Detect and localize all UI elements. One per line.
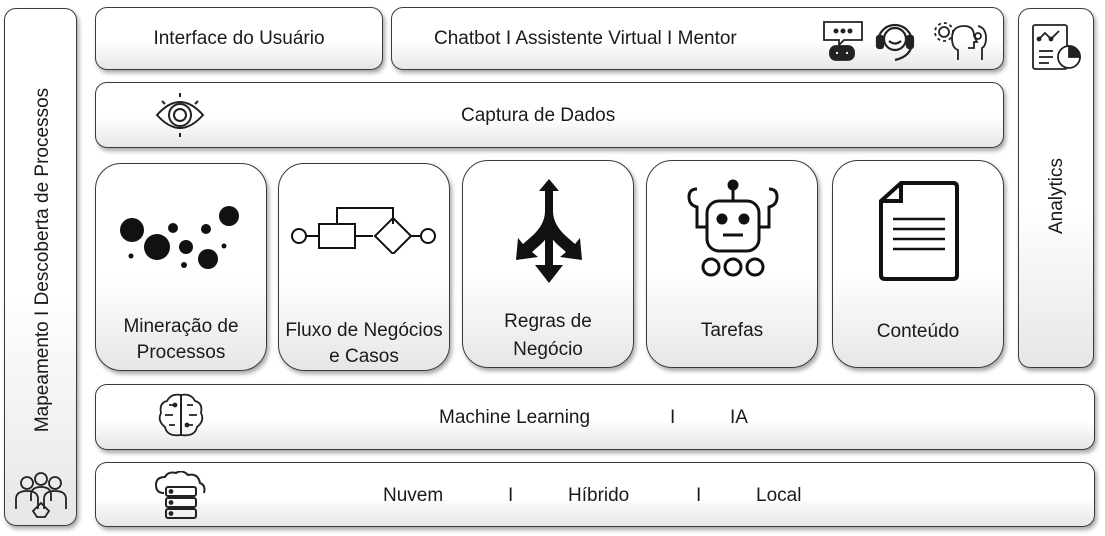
people-handshake-icon	[15, 472, 67, 518]
data-capture-label: Captura de Dados	[461, 105, 616, 126]
right-bar-analytics: Analytics	[1018, 8, 1094, 368]
chatbot-box: Chatbot I Assistente Virtual I Mentor	[391, 7, 1004, 70]
infra-separator-1: I	[508, 485, 514, 506]
cloud-server-icon	[154, 471, 206, 519]
card-business-rules: Regras de Negócio	[462, 160, 634, 368]
chatbot-label: Chatbot I Assistente Virtual I Mentor	[434, 28, 737, 49]
card-process-mining-line2: Processos	[136, 342, 226, 363]
user-interface-label: Interface do Usuário	[153, 27, 325, 49]
analytics-report-icon	[1032, 24, 1081, 70]
machine-learning-box: Machine Learning I IA	[95, 384, 1095, 450]
card-tasks-label: Tarefas	[700, 320, 764, 341]
hybrid-label: Híbrido	[568, 485, 630, 506]
user-interface-box: Interface do Usuário	[95, 7, 383, 70]
machine-learning-label: Machine Learning	[439, 407, 591, 428]
right-bar-label: Analytics	[1046, 157, 1067, 235]
mentor-gears-icon	[934, 22, 987, 60]
card-content: Conteúdo	[832, 160, 1004, 368]
local-label: Local	[756, 485, 802, 506]
process-mining-dots-icon	[120, 206, 239, 269]
flowchart-icon	[291, 207, 436, 254]
left-bar-label: Mapeamento I Descoberta de Processos	[32, 87, 53, 433]
card-business-rules-line2: Negócio	[513, 339, 583, 360]
eye-icon	[155, 93, 205, 137]
document-icon	[879, 181, 959, 281]
split-arrows-icon	[516, 179, 582, 283]
card-business-flow-line2: e Casos	[329, 346, 399, 367]
card-process-mining: Mineração de Processos	[95, 163, 267, 371]
card-process-mining-line1: Mineração de	[123, 316, 239, 337]
infra-separator-2: I	[696, 485, 702, 506]
robot-icon	[687, 179, 779, 277]
card-business-flow-line1: Fluxo de Negócios	[285, 320, 443, 341]
headset-support-icon	[875, 23, 915, 62]
data-capture-box: Captura de Dados	[95, 82, 1004, 148]
infrastructure-box: Nuvem I Híbrido I Local	[95, 462, 1095, 527]
cloud-label: Nuvem	[383, 485, 444, 506]
left-bar-process-mapping: Mapeamento I Descoberta de Processos	[4, 8, 77, 526]
ia-label: IA	[730, 407, 748, 428]
card-tasks: Tarefas	[646, 160, 818, 368]
card-business-flow: Fluxo de Negócios e Casos	[278, 163, 450, 371]
card-content-label: Conteúdo	[876, 321, 960, 342]
ml-separator: I	[670, 407, 676, 428]
chat-robot-icon	[823, 21, 863, 61]
brain-circuit-icon	[158, 393, 204, 437]
card-business-rules-line1: Regras de	[504, 311, 592, 332]
